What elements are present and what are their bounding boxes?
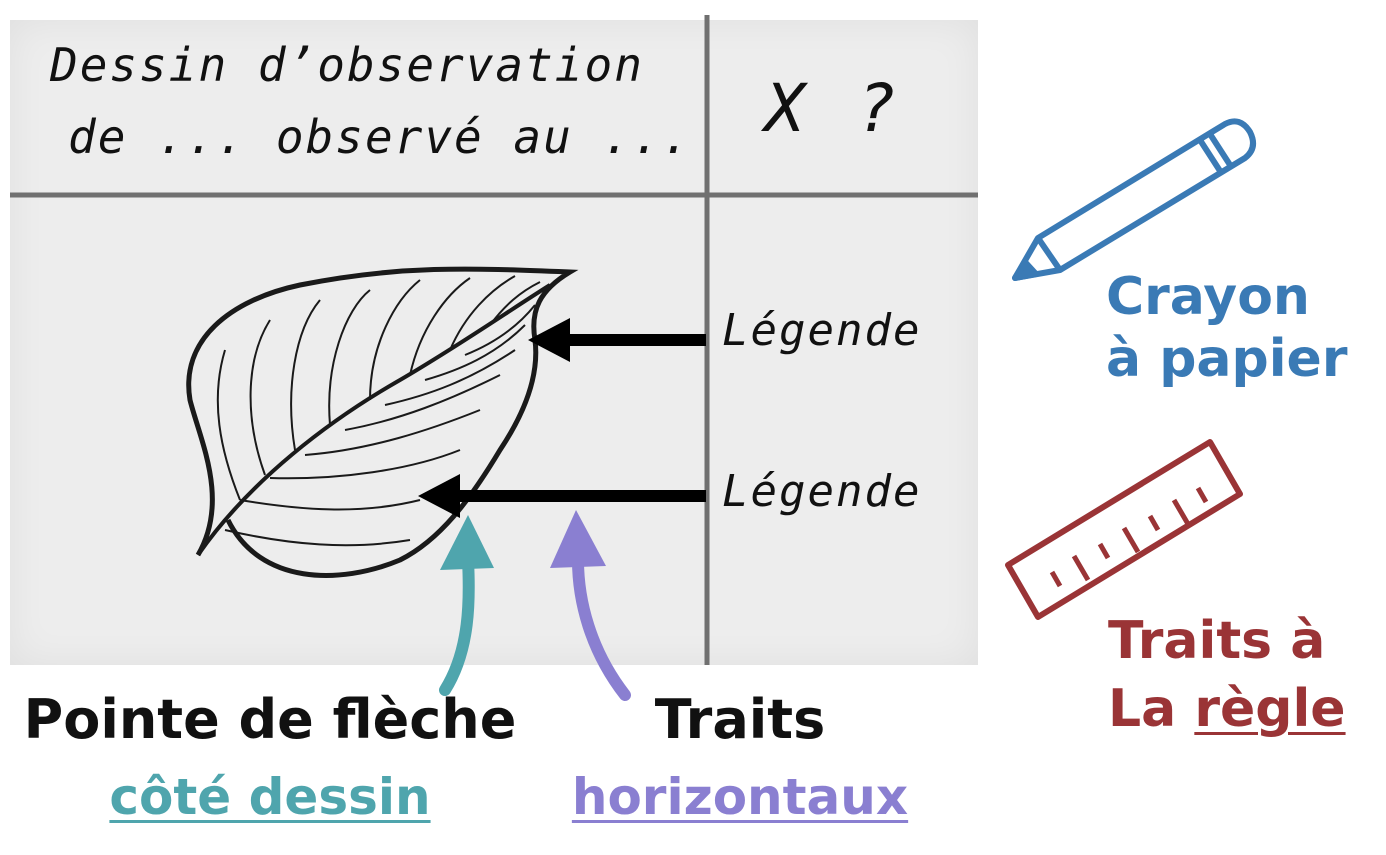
leaf-outline bbox=[186, 266, 579, 578]
scale-label: X ? bbox=[765, 70, 903, 147]
horizontal-note-line2: horizontaux bbox=[571, 768, 909, 826]
leaf-veins bbox=[216, 275, 541, 547]
pencil-note-line1: Crayon bbox=[1106, 267, 1310, 327]
legend-label-top: Légende bbox=[722, 305, 922, 356]
horizontal-note-arrow bbox=[550, 510, 631, 701]
pencil-icon bbox=[1012, 118, 1257, 281]
legend-label-bottom: Légende bbox=[722, 466, 922, 517]
paper-sheet bbox=[10, 20, 978, 665]
table-grid bbox=[10, 15, 978, 665]
ruler-note-line2: La règle bbox=[1108, 675, 1346, 743]
drawing-title-line1: Dessin d’observation bbox=[50, 38, 644, 92]
pencil-note-line2: à papier bbox=[1106, 329, 1348, 389]
horizontal-note-line1: Traits bbox=[654, 688, 826, 751]
pencil-note: Crayon à papier bbox=[1106, 266, 1347, 390]
arrowhead-note-line1: Pointe de flèche bbox=[23, 688, 517, 751]
ruler-note-underlined: règle bbox=[1194, 679, 1346, 739]
ruler-note-line1: Traits à bbox=[1108, 611, 1326, 671]
ruler-note: Traits à La règle bbox=[1108, 607, 1346, 743]
legend-arrow-bottom bbox=[418, 474, 706, 518]
leaf-illustration bbox=[186, 266, 579, 578]
drawing-title-line2: de ... observé au ... bbox=[68, 110, 692, 164]
legend-arrow-top bbox=[528, 318, 706, 362]
leaf-midrib bbox=[196, 283, 552, 557]
arrowhead-note-line2: côté dessin bbox=[109, 768, 431, 826]
arrowhead-note-arrow bbox=[439, 515, 494, 696]
ruler-icon bbox=[1005, 439, 1243, 620]
ruler-note-prefix: La bbox=[1108, 679, 1195, 739]
